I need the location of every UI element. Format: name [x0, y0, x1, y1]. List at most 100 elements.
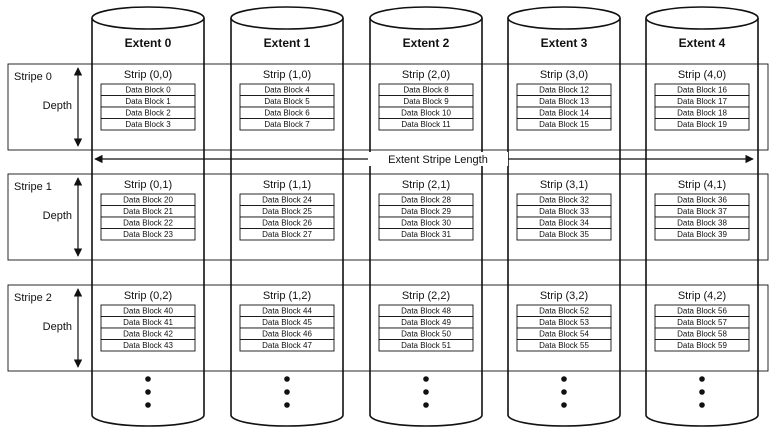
continuation-dot [699, 376, 705, 382]
data-block-label: Data Block 28 [401, 196, 451, 205]
data-block-cell [239, 228, 335, 241]
data-block-label: Data Block 25 [262, 207, 312, 216]
data-block-cell [100, 228, 196, 241]
cylinder-top-ellipse [369, 6, 483, 30]
continuation-dot [145, 389, 151, 395]
data-block-label: Data Block 32 [539, 196, 589, 205]
stripe-band-outline [7, 63, 769, 151]
data-block-cell [378, 118, 474, 131]
data-block-label: Data Block 36 [677, 196, 727, 205]
depth-label: Depth [43, 100, 72, 112]
continuation-dot [423, 402, 429, 408]
cylinder-top-ellipse [645, 6, 759, 30]
data-block-label: Data Block 51 [401, 341, 451, 350]
strip-label: Strip (4,0) [678, 69, 726, 81]
cylinder-body [369, 18, 483, 427]
continuation-dot [423, 376, 429, 382]
continuation-dot [561, 389, 567, 395]
data-block-label: Data Block 9 [403, 97, 449, 106]
data-block-cell [100, 339, 196, 352]
data-block-label: Data Block 39 [677, 230, 727, 239]
data-block-label: Data Block 53 [539, 318, 589, 327]
data-block-label: Data Block 40 [123, 307, 173, 316]
data-block-label: Data Block 43 [123, 341, 173, 350]
strip-label: Strip (1,2) [263, 290, 311, 302]
data-block-label: Data Block 31 [401, 230, 451, 239]
strip-label: Strip (3,1) [540, 179, 588, 191]
data-block-label: Data Block 1 [125, 97, 171, 106]
strip-label: Strip (2,2) [402, 290, 450, 302]
cylinder-top-ellipse [91, 6, 205, 30]
data-block-label: Data Block 56 [677, 307, 727, 316]
strip-label: Strip (0,0) [124, 69, 172, 81]
data-block-label: Data Block 6 [264, 109, 310, 118]
depth-label: Depth [43, 321, 72, 333]
extent-label: Extent 1 [264, 36, 311, 50]
data-block-label: Data Block 46 [262, 330, 312, 339]
data-block-label: Data Block 14 [539, 109, 589, 118]
strip: Strip (3,0) Data Block 12 Data Block 13 Dat… [516, 69, 612, 131]
strip-label: Strip (4,2) [678, 290, 726, 302]
extent-label: Extent 4 [679, 36, 726, 50]
cylinder-body [507, 18, 621, 427]
data-block-label: Data Block 44 [262, 307, 312, 316]
stripe-label: Stripe 2 [14, 292, 52, 304]
stripe-label: Stripe 1 [14, 181, 52, 193]
data-block-label: Data Block 11 [401, 120, 451, 129]
extent-cylinder: Extent 2 [369, 6, 483, 427]
data-block-label: Data Block 15 [539, 120, 589, 129]
data-block-label: Data Block 4 [264, 86, 310, 95]
continuation-dot [284, 376, 290, 382]
data-block-cell [378, 339, 474, 352]
data-block-label: Data Block 26 [262, 219, 312, 228]
data-block-label: Data Block 10 [401, 109, 451, 118]
strip-label: Strip (0,1) [124, 179, 172, 191]
cylinder-top-ellipse [507, 6, 621, 30]
continuation-dot [284, 389, 290, 395]
extent-label: Extent 3 [541, 36, 588, 50]
continuation-dot [561, 402, 567, 408]
data-block-label: Data Block 2 [125, 109, 171, 118]
data-block-label: Data Block 5 [264, 97, 310, 106]
strip-label: Strip (3,0) [540, 69, 588, 81]
stripe-label: Stripe 0 [14, 71, 52, 83]
data-block-label: Data Block 19 [677, 120, 727, 129]
data-block-label: Data Block 48 [401, 307, 451, 316]
continuation-dot [699, 389, 705, 395]
stripe-band: Stripe 0 Depth Strip (0,0) Data Block 0 Data… [7, 63, 769, 151]
data-block-label: Data Block 58 [677, 330, 727, 339]
data-block-label: Data Block 27 [262, 230, 312, 239]
data-block-cell [654, 228, 750, 241]
data-block-label: Data Block 33 [539, 207, 589, 216]
stripe-band: Stripe 2 Depth Strip (0,2)Data Block 40Dat… [7, 284, 769, 372]
strip-label: Strip (1,1) [263, 179, 311, 191]
extent-stripe-length-indicator: Extent Stripe Length [94, 152, 754, 166]
continuation-dot [284, 402, 290, 408]
data-block-label: Data Block 17 [677, 97, 727, 106]
data-block-label: Data Block 55 [539, 341, 589, 350]
strip-label: Strip (3,2) [540, 290, 588, 302]
data-block-label: Data Block 54 [539, 330, 589, 339]
extent-stripe-length-label: Extent Stripe Length [388, 154, 488, 166]
data-block-label: Data Block 12 [539, 86, 589, 95]
data-block-label: Data Block 30 [401, 219, 451, 228]
continuation-dot [145, 376, 151, 382]
data-block-label: Data Block 13 [539, 97, 589, 106]
data-block-cell [654, 118, 750, 131]
stripe-band-outline [7, 173, 769, 261]
data-block-label: Data Block 0 [125, 86, 171, 95]
data-block-label: Data Block 37 [677, 207, 727, 216]
data-block-label: Data Block 16 [677, 86, 727, 95]
data-block-cell [516, 339, 612, 352]
data-block-cell [654, 339, 750, 352]
